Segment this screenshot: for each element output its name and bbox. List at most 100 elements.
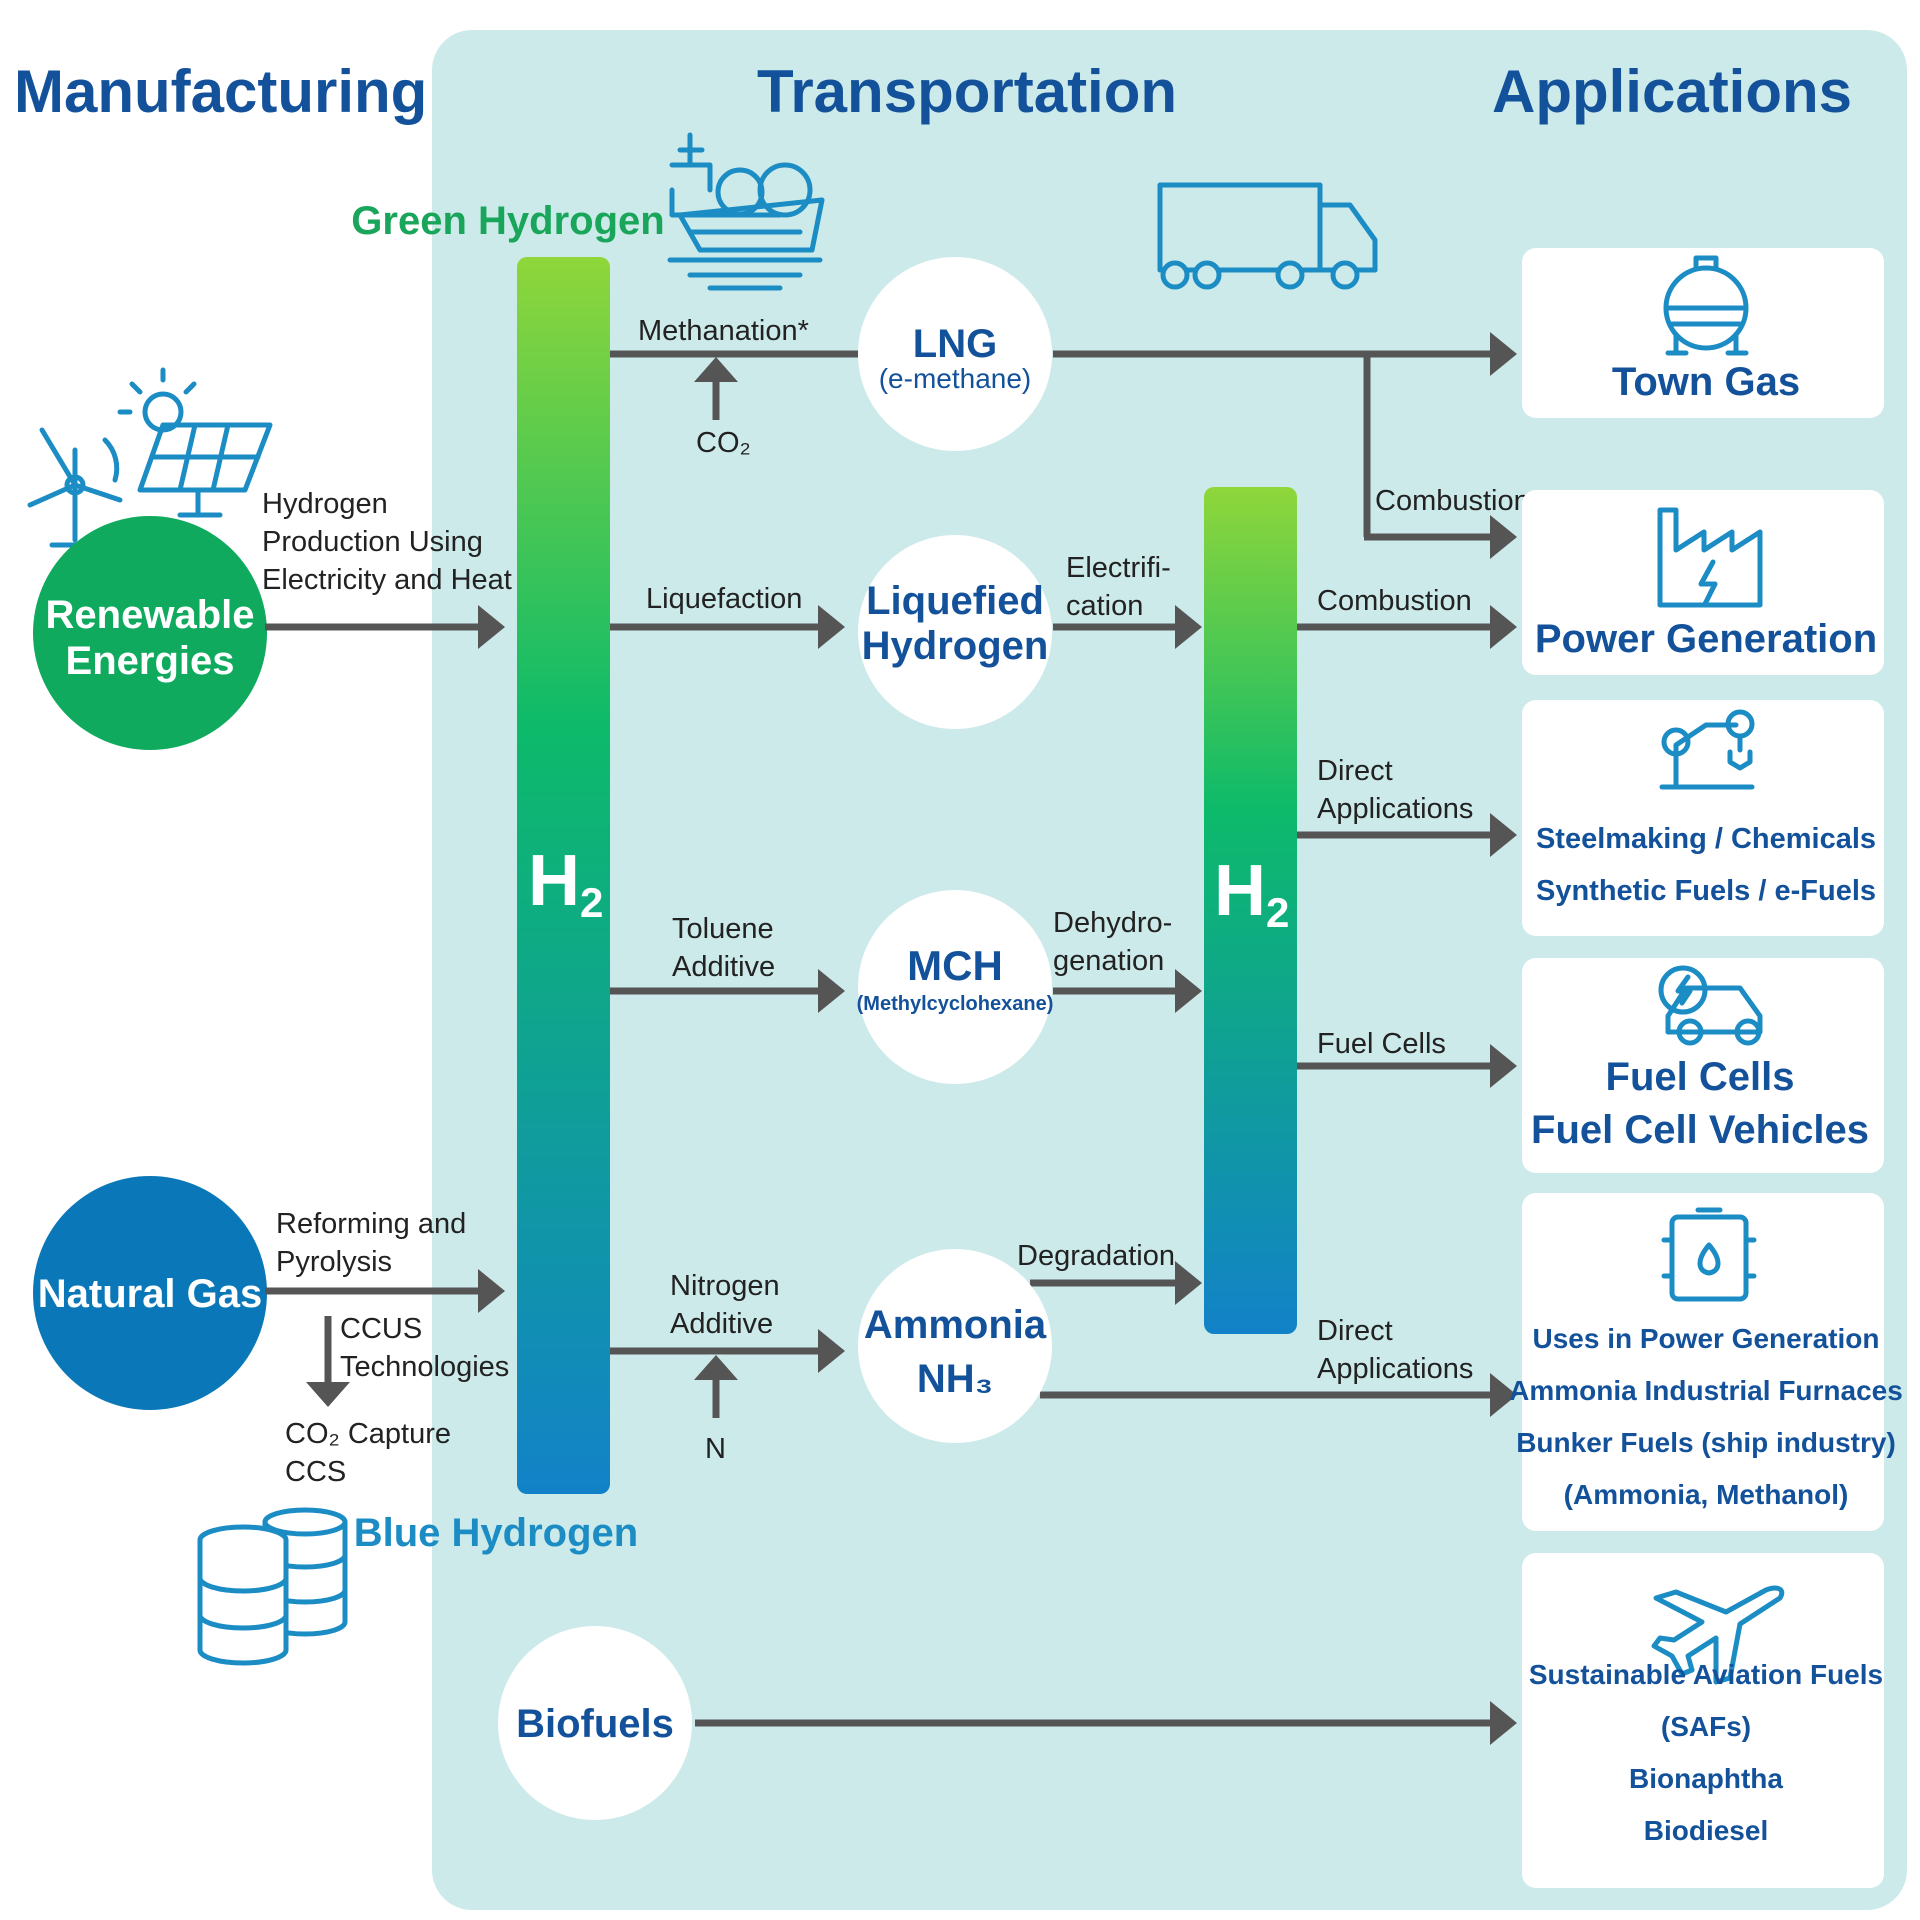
svg-text:Bionaphtha: Bionaphtha [1629,1763,1783,1794]
toluene-label: Toluene Additive [672,913,775,983]
svg-text:Power Generation: Power Generation [1535,617,1877,661]
svg-text:Fuel Cell Vehicles: Fuel Cell Vehicles [1531,1108,1869,1152]
svg-text:Liquefied: Liquefied [866,579,1044,623]
renewable-energies-label: Renewable [46,593,255,637]
svg-text:NH₃: NH₃ [917,1357,993,1401]
svg-text:Additive: Additive [672,951,775,983]
truck-icon [1157,182,1378,290]
svg-text:Applications: Applications [1317,793,1473,825]
svg-text:Additive: Additive [670,1308,773,1340]
n-label: N [705,1433,726,1465]
combustion-label: Combustion [1317,585,1472,617]
svg-text:cation: cation [1066,590,1143,622]
svg-text:Reforming and: Reforming and [276,1208,466,1240]
town-gas-card: Town Gas [1522,248,1884,418]
svg-text:Electricity and Heat: Electricity and Heat [262,564,512,596]
svg-text:LNG: LNG [913,322,997,366]
wind-turbine-icon [27,427,123,548]
svg-text:Biofuels: Biofuels [516,1702,674,1746]
natural-gas-circle [33,1176,267,1410]
combustion-top-label: Combustion [1375,485,1530,517]
degradation-label: Degradation [1017,1240,1175,1272]
mch-node: MCH (Methylcyclohexane) [857,890,1054,1084]
gas-tank-icon [1663,255,1749,356]
power-generation-card: Power Generation [1522,490,1884,675]
fuel-drum-icon [1661,1207,1757,1302]
fuel-cell-car-icon [1658,965,1763,1046]
aviation-card: Sustainable Aviation Fuels (SAFs) Bionap… [1522,1553,1884,1888]
transportation-heading: Transportation [757,58,1177,125]
co2-label: CO₂ [696,427,751,459]
svg-text:Electrifi-: Electrifi- [1066,552,1171,584]
svg-text:Ammonia Industrial Furnaces: Ammonia Industrial Furnaces [1509,1375,1903,1406]
liquefaction-label: Liquefaction [646,583,802,615]
svg-text:(Methylcyclohexane): (Methylcyclohexane) [857,993,1054,1015]
co2-capture-label: CO₂ Capture CCS [285,1418,451,1488]
fuel-cells-card: Fuel Cells Fuel Cell Vehicles [1522,958,1884,1173]
steelmaking-card: Steelmaking / Chemicals Synthetic Fuels … [1522,700,1884,936]
svg-text:(SAFs): (SAFs) [1661,1711,1751,1742]
methanation-label: Methanation* [638,315,809,347]
svg-text:Pyrolysis: Pyrolysis [276,1246,392,1278]
svg-text:MCH: MCH [907,942,1003,989]
svg-text:Uses in Power Generation: Uses in Power Generation [1533,1323,1880,1354]
svg-text:Toluene: Toluene [672,913,774,945]
svg-text:Hydrogen: Hydrogen [862,624,1049,668]
airplane-icon [1651,1585,1785,1685]
ammonia-uses-card: Uses in Power Generation Ammonia Industr… [1509,1193,1903,1531]
svg-text:CCUS: CCUS [340,1313,422,1345]
h2-bar-left [517,257,610,1494]
svg-text:Bunker Fuels (ship industry): Bunker Fuels (ship industry) [1516,1427,1896,1458]
applications-heading: Applications [1492,58,1852,125]
svg-text:Town Gas: Town Gas [1612,360,1800,404]
robot-arm-icon [1659,709,1755,790]
direct-applications-label-1: Direct Applications [1317,755,1473,825]
natural-gas-label: Natural Gas [38,1272,263,1316]
h2-right-label: H2 [1214,851,1289,936]
svg-text:(Ammonia, Methanol): (Ammonia, Methanol) [1564,1479,1849,1510]
svg-text:Technologies: Technologies [340,1351,509,1383]
svg-text:(e-methane): (e-methane) [879,363,1032,394]
reforming-label: Reforming and Pyrolysis [276,1208,466,1278]
renewable-energies-label-2: Energies [66,639,235,683]
svg-text:Nitrogen: Nitrogen [670,1270,780,1302]
svg-text:Steelmaking / Chemicals: Steelmaking / Chemicals [1536,823,1876,855]
svg-text:Production Using: Production Using [262,526,483,558]
svg-text:CO₂ Capture: CO₂ Capture [285,1418,451,1450]
electrification-label: Electrifi- cation [1066,552,1171,622]
renewable-energies-circle [33,516,267,750]
factory-icon [1657,507,1763,608]
green-hydrogen-label: Green Hydrogen [351,199,664,243]
svg-text:Applications: Applications [1317,1353,1473,1385]
svg-text:Direct: Direct [1317,1315,1393,1347]
h2-left-label: H2 [528,841,603,926]
svg-text:CCS: CCS [285,1456,346,1488]
liquefied-hydrogen-node: Liquefied Hydrogen [858,535,1052,729]
ccus-label: CCUS Technologies [340,1313,509,1383]
svg-text:Ammonia: Ammonia [864,1303,1047,1347]
manufacturing-heading: Manufacturing [14,58,427,125]
dehydrogenation-label: Dehydro- genation [1053,907,1172,977]
arrows [265,332,1517,1745]
blue-hydrogen-label: Blue Hydrogen [354,1511,638,1555]
ship-icon [667,132,825,291]
biofuels-node: Biofuels [498,1626,692,1820]
h2-bar-right [1204,487,1297,1334]
hydrogen-production-label: Hydrogen Production Using Electricity an… [262,488,512,596]
svg-text:Hydrogen: Hydrogen [262,488,388,520]
svg-text:Sustainable Aviation Fuels: Sustainable Aviation Fuels [1529,1659,1883,1690]
svg-text:Synthetic Fuels / e-Fuels: Synthetic Fuels / e-Fuels [1536,875,1876,907]
svg-text:Dehydro-: Dehydro- [1053,907,1172,939]
svg-text:Fuel Cells: Fuel Cells [1606,1055,1795,1099]
svg-text:Biodiesel: Biodiesel [1644,1815,1768,1846]
nitrogen-label: Nitrogen Additive [670,1270,780,1340]
direct-applications-label-2: Direct Applications [1317,1315,1473,1385]
lng-node: LNG (e-methane) [858,257,1052,451]
ammonia-node: Ammonia NH₃ [858,1249,1052,1443]
fuel-cells-arrow-label: Fuel Cells [1317,1028,1446,1060]
svg-text:genation: genation [1053,945,1164,977]
storage-barrels-icon [197,1507,348,1666]
svg-text:Direct: Direct [1317,755,1393,787]
solar-panel-icon [117,367,273,518]
